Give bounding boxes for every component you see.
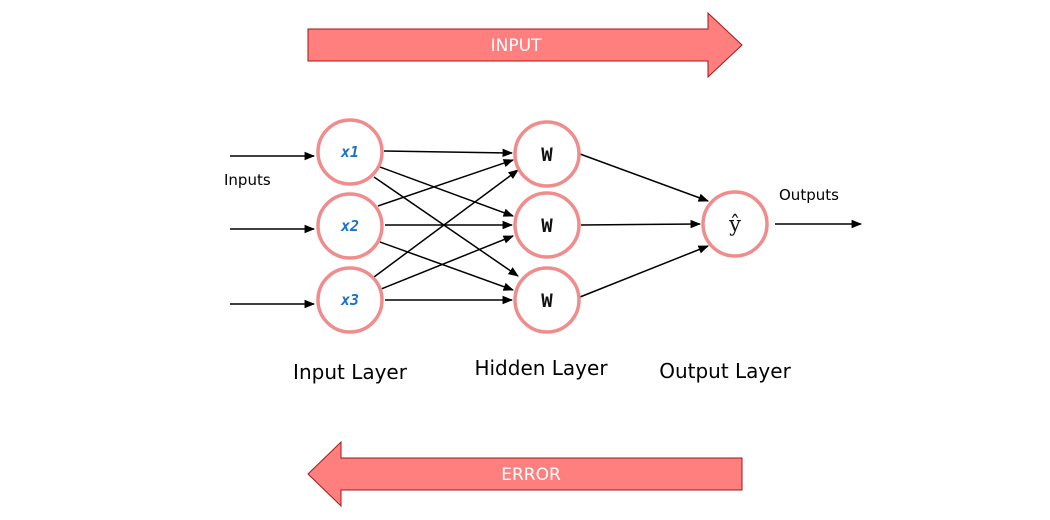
edge-x3-h1 bbox=[373, 169, 519, 278]
edge-x1-h3 bbox=[373, 176, 519, 277]
error-arrow-label: ERROR bbox=[501, 465, 561, 485]
edge-h2-out bbox=[580, 219, 702, 229]
inputs-label: Inputs bbox=[224, 171, 271, 189]
input-hidden-connections bbox=[373, 148, 519, 305]
input-node-label: x1 bbox=[340, 143, 359, 161]
edge-x2-h1 bbox=[377, 159, 514, 207]
output-node: ŷ bbox=[701, 190, 769, 258]
hidden-node-2: W bbox=[513, 191, 581, 259]
input-node-label: x3 bbox=[340, 291, 359, 309]
hidden-layer-label: Hidden Layer bbox=[474, 356, 608, 380]
error-direction-arrow: ERROR bbox=[307, 440, 743, 508]
output-layer-label: Output Layer bbox=[659, 359, 791, 383]
input-layer-label: Input Layer bbox=[293, 360, 408, 384]
edge-x1-h1 bbox=[383, 148, 514, 158]
hidden-node-1: W bbox=[513, 120, 581, 188]
edge-x2-h3 bbox=[379, 241, 514, 291]
input-direction-arrow: INPUT bbox=[307, 11, 743, 79]
outputs-label: Outputs bbox=[779, 186, 839, 204]
edge-x3-h2 bbox=[380, 235, 514, 290]
hidden-node-label: W bbox=[541, 290, 553, 312]
edge-h3-out bbox=[579, 245, 709, 298]
hidden-output-connections bbox=[579, 153, 709, 298]
hidden-node-3: W bbox=[513, 266, 581, 334]
input-layer-nodes: x1 x2 x3 bbox=[316, 118, 384, 334]
input-node-3: x3 bbox=[316, 266, 384, 334]
incoming-arrows bbox=[230, 151, 316, 309]
hidden-layer-nodes: W W W bbox=[513, 120, 581, 334]
hidden-node-label: W bbox=[541, 144, 553, 166]
edge-x1-h2 bbox=[379, 166, 514, 217]
input-node-2: x2 bbox=[316, 192, 384, 260]
hidden-node-label: W bbox=[541, 215, 553, 237]
output-node-label: ŷ bbox=[728, 212, 741, 236]
input-arrow-label: INPUT bbox=[491, 36, 542, 56]
input-node-1: x1 bbox=[316, 118, 384, 186]
input-node-label: x2 bbox=[340, 217, 359, 235]
edge-h1-out bbox=[579, 153, 709, 202]
